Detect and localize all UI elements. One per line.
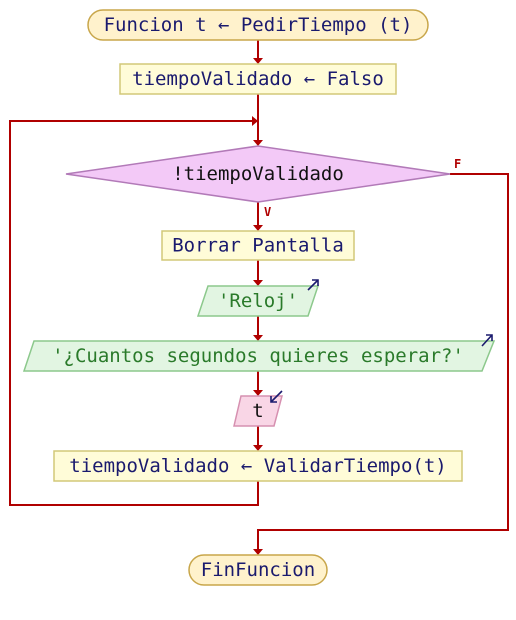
start-label: Funcion t ← PedirTiempo (t) <box>104 14 413 36</box>
connectors <box>9 40 509 555</box>
output-question-label: '¿Cuantos segundos quieres esperar?' <box>52 345 464 367</box>
condition-label: !tiempoValidado <box>172 163 344 185</box>
assign-label: tiempoValidado ← ValidarTiempo(t) <box>69 455 447 477</box>
output-arrow-icon <box>481 334 493 347</box>
assign-process: tiempoValidado ← ValidarTiempo(t) <box>53 450 463 482</box>
end-terminal: FinFuncion <box>188 554 328 586</box>
input-t: t <box>233 390 283 427</box>
clear-screen-process: Borrar Pantalla <box>161 230 355 261</box>
output-question: '¿Cuantos segundos quieres esperar?' <box>22 334 496 372</box>
false-branch-label: F <box>454 157 461 171</box>
input-label: t <box>252 400 263 422</box>
output-reloj: 'Reloj' <box>196 279 320 317</box>
init-label: tiempoValidado ← Falso <box>132 68 384 90</box>
loop-condition-decision: !tiempoValidado <box>65 145 451 203</box>
init-process: tiempoValidado ← Falso <box>119 63 397 95</box>
output-reloj-label: 'Reloj' <box>218 290 298 312</box>
true-branch-label: V <box>264 205 271 219</box>
end-label: FinFuncion <box>201 559 315 581</box>
clear-label: Borrar Pantalla <box>172 235 344 257</box>
start-terminal: Funcion t ← PedirTiempo (t) <box>87 9 429 41</box>
output-arrow-icon <box>307 279 319 291</box>
input-arrow-icon <box>270 390 283 403</box>
